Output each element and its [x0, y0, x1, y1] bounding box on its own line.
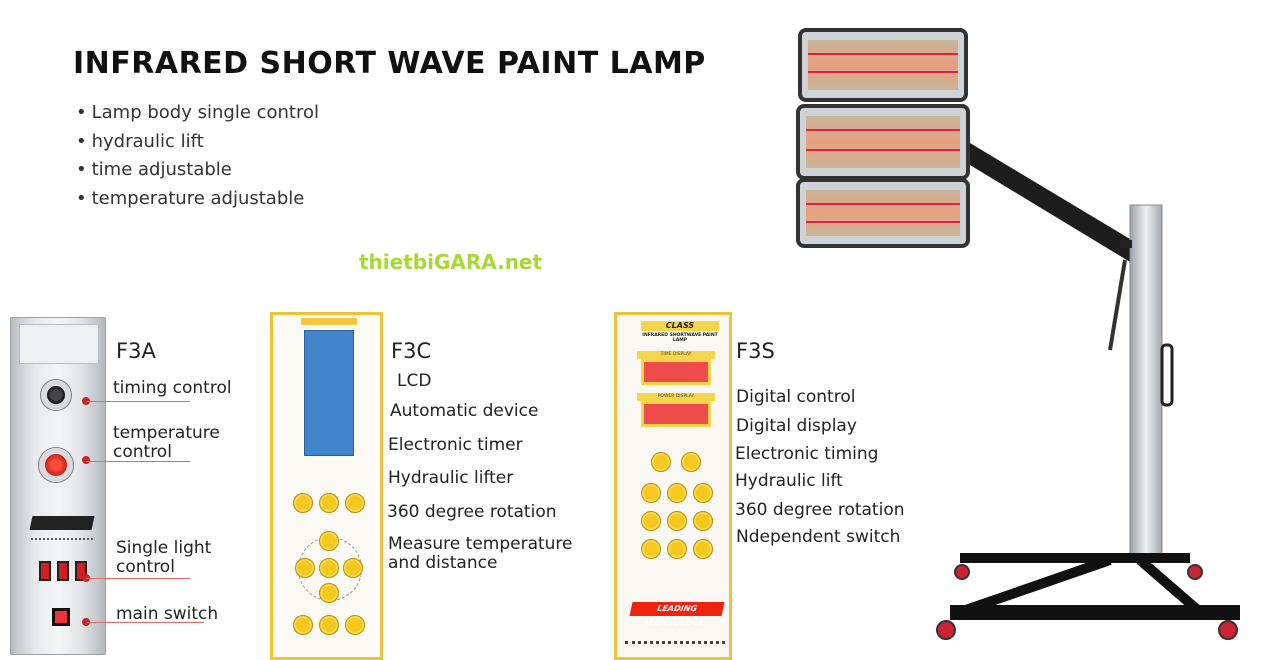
- callout-line: [86, 622, 204, 623]
- f3c-feature: 360 degree rotation: [387, 502, 557, 522]
- car-icons: [625, 641, 725, 653]
- panel-button-icon: [641, 483, 661, 503]
- feature-item: hydraulic lift: [76, 128, 319, 157]
- caster-wheel-icon: [936, 620, 956, 640]
- panel-button-icon: [693, 539, 713, 559]
- temperature-knob-icon: [39, 448, 73, 482]
- time-display: [641, 359, 711, 385]
- panel-button-icon: [693, 483, 713, 503]
- f3s-feature: Hydraulic lift: [735, 471, 843, 491]
- panel-button-icon: [293, 615, 313, 635]
- callout-line: [86, 401, 190, 402]
- caster-wheel-icon: [1187, 564, 1203, 580]
- f3c-feature: Measure temperature and distance: [388, 534, 573, 573]
- hydraulic-cylinder: [1108, 259, 1127, 351]
- power-display: [641, 401, 711, 427]
- panel-button-icon: [693, 511, 713, 531]
- panel-button-icon: [681, 452, 701, 472]
- power-display-header: POWER DISPLAY: [637, 393, 715, 401]
- f3s-feature: Ndependent switch: [736, 527, 901, 547]
- lamp-head: [798, 28, 968, 102]
- f3s-feature: 360 degree rotation: [735, 500, 905, 520]
- f3a-model-label: F3A: [116, 339, 156, 363]
- car-icons: [31, 538, 93, 544]
- f3s-feature: Electronic timing: [735, 444, 879, 464]
- lcd-screen: [304, 330, 354, 456]
- feature-item: temperature adjustable: [76, 185, 319, 214]
- f3a-label: temperature control: [113, 423, 220, 462]
- f3s-control-panel-image: CLASS INFRARED SHORTWAVE PAINT LAMP TIME…: [614, 312, 732, 660]
- f3a-label: Single light control: [116, 538, 212, 577]
- lamp-base: [950, 605, 1240, 620]
- f3c-subtitle: LCD: [397, 371, 432, 391]
- panel-button-icon: [293, 493, 313, 513]
- timer-knob-icon: [41, 380, 71, 410]
- main-switch-icon: [52, 608, 70, 626]
- leading-technology-logo: LEADING TECHNOLOGY: [629, 602, 725, 627]
- f3s-panel-subtitle: INFRARED SHORTWAVE PAINT LAMP: [642, 333, 718, 343]
- callout-line: [86, 461, 190, 462]
- caster-wheel-icon: [1218, 620, 1238, 640]
- callout-dot: [82, 456, 90, 464]
- panel-button-icon: [295, 558, 315, 578]
- panel-button-icon: [319, 558, 339, 578]
- feature-item: time adjustable: [76, 156, 319, 185]
- f3s-feature: Digital display: [736, 416, 857, 436]
- lamp-head: [796, 104, 970, 180]
- panel-button-icon: [651, 452, 671, 472]
- f3c-feature: Electronic timer: [388, 435, 523, 455]
- light-switch-icon: [57, 561, 69, 581]
- panel-button-icon: [319, 493, 339, 513]
- lamp-head: [796, 178, 970, 248]
- feature-list: Lamp body single control hydraulic lift …: [76, 99, 319, 213]
- f3c-feature: Automatic device: [390, 401, 539, 421]
- panel-button-icon: [667, 539, 687, 559]
- panel-button-icon: [641, 539, 661, 559]
- panel-button-icon: [641, 511, 661, 531]
- pole-handle: [1160, 343, 1174, 407]
- f3c-model-label: F3C: [391, 339, 432, 363]
- time-display-header: TIME DISPLAY: [637, 351, 715, 359]
- page-title: INFRARED SHORT WAVE PAINT LAMP: [73, 46, 706, 81]
- panel-button-icon: [319, 615, 339, 635]
- f3a-label: timing control: [113, 378, 232, 398]
- f3c-control-panel-image: [270, 312, 383, 660]
- panel-button-icon: [667, 511, 687, 531]
- panel-button-icon: [345, 493, 365, 513]
- leading-technology-logo: [29, 516, 95, 530]
- f3c-panel-header: [301, 318, 357, 325]
- panel-button-icon: [343, 558, 363, 578]
- panel-button-icon: [319, 531, 339, 551]
- lamp-pole: [1129, 204, 1163, 556]
- panel-button-icon: [319, 583, 339, 603]
- paint-lamp-image: [796, 28, 1240, 640]
- light-switch-icon: [39, 561, 51, 581]
- feature-item: Lamp body single control: [76, 99, 319, 128]
- f3s-feature: Digital control: [736, 387, 856, 407]
- f3a-nameplate: [19, 324, 99, 364]
- class-logo: CLASS: [641, 321, 719, 331]
- callout-line: [86, 578, 190, 579]
- caster-wheel-icon: [954, 564, 970, 580]
- panel-button-icon: [345, 615, 365, 635]
- site-watermark: thietbiGARA.net: [359, 250, 543, 274]
- f3a-control-panel-image: [10, 317, 106, 655]
- panel-button-icon: [667, 483, 687, 503]
- f3c-feature: Hydraulic lifter: [388, 468, 514, 488]
- f3s-model-label: F3S: [736, 339, 775, 363]
- f3a-label: main switch: [116, 604, 219, 624]
- lamp-arm: [965, 140, 1140, 268]
